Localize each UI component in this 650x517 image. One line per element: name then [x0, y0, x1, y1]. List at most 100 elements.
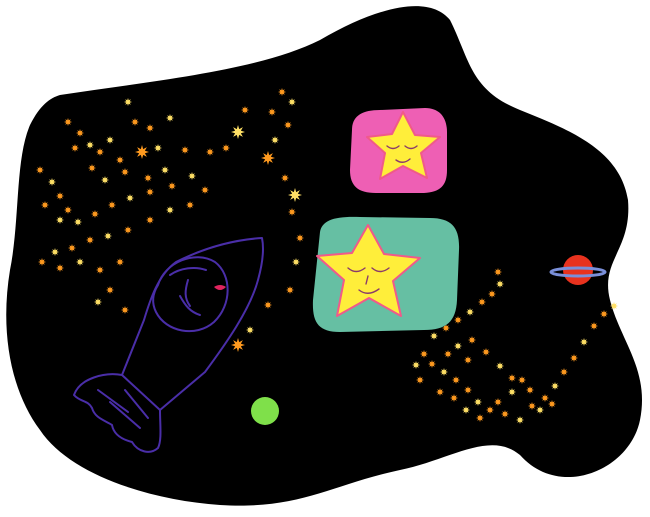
spark-star-icon: [286, 286, 294, 294]
spark-star-icon: [452, 376, 460, 384]
spark-star-icon: [231, 125, 245, 139]
spark-star-icon: [86, 236, 94, 244]
spark-star-icon: [466, 308, 474, 316]
spark-star-icon: [560, 368, 568, 376]
spark-star-icon: [231, 338, 245, 352]
spark-star-icon: [38, 258, 46, 266]
spark-star-icon: [106, 286, 114, 294]
spark-star-icon: [91, 210, 99, 218]
spark-star-icon: [124, 98, 132, 106]
spark-star-icon: [48, 178, 56, 186]
spark-star-icon: [36, 166, 44, 174]
face-lips: [214, 285, 226, 290]
spark-star-icon: [541, 394, 549, 402]
smiling-star-icon: [366, 111, 441, 180]
spark-star-icon: [166, 114, 174, 122]
rocket-icon: [73, 237, 264, 453]
spark-star-icon: [135, 145, 149, 159]
spark-star-icon: [261, 151, 275, 165]
spark-star-icon: [496, 362, 504, 370]
star-eye-left: [386, 145, 400, 150]
spark-star-icon: [454, 316, 462, 324]
spark-star-icon: [94, 298, 102, 306]
spark-star-icon: [56, 216, 64, 224]
spark-star-icon: [144, 174, 152, 182]
constellation-stars: [36, 88, 618, 424]
smiling-star-icon: [316, 224, 421, 317]
spark-star-icon: [454, 342, 462, 350]
spark-star-icon: [222, 144, 230, 152]
spark-star-icon: [124, 226, 132, 234]
spark-star-icon: [292, 258, 300, 266]
spark-star-icon: [551, 382, 559, 390]
spark-star-icon: [288, 188, 302, 202]
spark-star-icon: [96, 266, 104, 274]
spark-star-icon: [106, 136, 114, 144]
star-eye-left: [347, 267, 366, 273]
spark-star-icon: [518, 376, 526, 384]
spark-star-icon: [416, 376, 424, 384]
spark-star-icon: [126, 194, 134, 202]
spark-star-icon: [284, 121, 292, 129]
spark-star-icon: [494, 268, 502, 276]
spark-star-icon: [68, 244, 76, 252]
spark-star-icon: [76, 129, 84, 137]
spark-star-icon: [600, 310, 608, 318]
spark-star-icon: [570, 354, 578, 362]
spark-star-icon: [271, 136, 279, 144]
spark-star-icon: [74, 218, 82, 226]
spark-star-icon: [436, 388, 444, 396]
spark-star-icon: [146, 216, 154, 224]
spark-star-icon: [478, 298, 486, 306]
spark-star-icon: [430, 332, 438, 340]
spark-star-icon: [154, 144, 162, 152]
spark-star-icon: [468, 336, 476, 344]
spark-star-icon: [281, 174, 289, 182]
spark-star-icon: [41, 201, 49, 209]
spark-star-icon: [450, 394, 458, 402]
spark-star-icon: [64, 206, 72, 214]
spark-star-icon: [548, 400, 556, 408]
spark-star-icon: [610, 302, 618, 310]
spark-star-icon: [186, 201, 194, 209]
spark-star-icon: [86, 141, 94, 149]
spark-star-icon: [278, 88, 286, 96]
spark-star-icon: [590, 322, 598, 330]
spark-star-icon: [101, 176, 109, 184]
spark-star-icon: [161, 166, 169, 174]
spark-star-icon: [476, 414, 484, 422]
card-star: [366, 111, 441, 180]
spark-star-icon: [496, 280, 504, 288]
red-planet: [563, 255, 593, 285]
star-eye-right: [404, 145, 418, 150]
spark-star-icon: [516, 416, 524, 424]
spark-star-icon: [76, 258, 84, 266]
teal-star-card: [312, 216, 460, 332]
spark-star-icon: [412, 361, 420, 369]
planet-ring: [549, 266, 607, 278]
spark-star-icon: [288, 208, 296, 216]
spark-star-icon: [528, 402, 536, 410]
ringed-planet-icon: [549, 255, 607, 285]
spark-star-icon: [96, 148, 104, 156]
spark-star-icon: [444, 350, 452, 358]
spark-star-icon: [241, 106, 249, 114]
spark-star-icon: [131, 118, 139, 126]
rocket-skirt-folds: [97, 389, 149, 429]
spark-star-icon: [536, 406, 544, 414]
spark-star-icon: [482, 348, 490, 356]
spark-star-icon: [146, 124, 154, 132]
spark-star-icon: [116, 258, 124, 266]
spark-star-icon: [146, 188, 154, 196]
spark-star-icon: [108, 201, 116, 209]
pink-star-card: [350, 108, 447, 193]
spark-star-icon: [166, 206, 174, 214]
spark-star-icon: [264, 301, 272, 309]
spark-star-icon: [104, 232, 112, 240]
spark-star-icon: [464, 356, 472, 364]
spark-star-icon: [508, 388, 516, 396]
spark-star-icon: [181, 146, 189, 154]
star-mouth: [395, 158, 411, 163]
spark-star-icon: [420, 350, 428, 358]
spark-star-icon: [486, 406, 494, 414]
